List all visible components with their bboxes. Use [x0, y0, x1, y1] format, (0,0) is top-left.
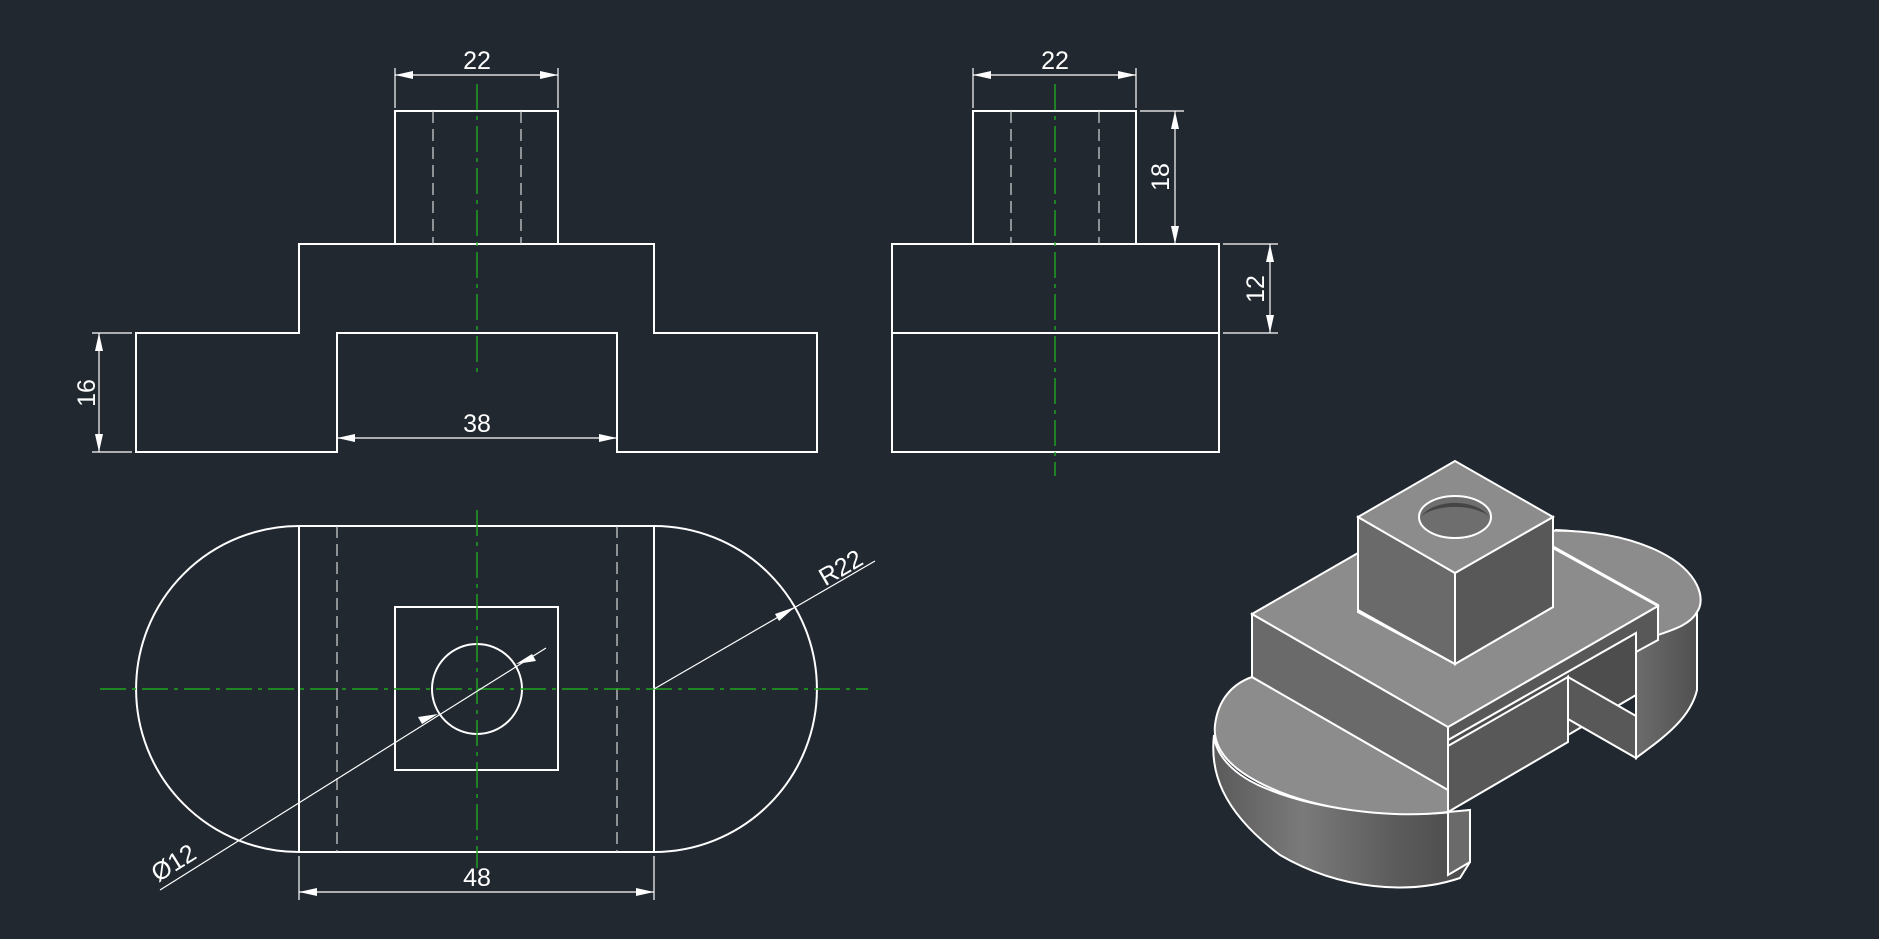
- side-dim-22-text: 22: [1041, 47, 1069, 75]
- top-dim-r22-text: R22: [814, 544, 868, 591]
- side-dim-18-text: 18: [1147, 163, 1175, 191]
- iso-boss-hole: [1418, 495, 1492, 539]
- front-dim-16-text: 16: [73, 379, 101, 407]
- side-dim-12-text: 12: [1242, 275, 1270, 303]
- iso-front-end-wall: [1212, 734, 1471, 889]
- front-dim-22-text: 22: [463, 47, 491, 75]
- side-dim-12: 12: [1223, 243, 1278, 334]
- front-dim-22: 22: [394, 47, 559, 108]
- front-view-outline: [135, 110, 818, 453]
- top-dim-r22: R22: [653, 544, 876, 690]
- side-dim-22: 22: [972, 47, 1137, 108]
- iso-front-end-step: [1447, 808, 1471, 877]
- side-dim-18: 18: [1140, 110, 1184, 245]
- top-dim-48-text: 48: [463, 864, 491, 892]
- isometric-view: [1212, 459, 1702, 889]
- top-view: R22 Ø12 48: [100, 510, 876, 900]
- front-view: 22 16 38: [73, 47, 818, 453]
- side-view: 22 18 12: [891, 47, 1278, 476]
- top-dim-48: 48: [298, 856, 655, 900]
- iso-front-end-top: [1213, 675, 1449, 816]
- top-dim-dia12-text: Ø12: [146, 839, 201, 888]
- front-dim-38: 38: [336, 410, 618, 452]
- iso-back-end-top: [1519, 526, 1702, 637]
- iso-boss-hole-inner: [1421, 502, 1489, 517]
- front-dim-38-text: 38: [463, 410, 491, 438]
- front-dim-16: 16: [73, 332, 132, 453]
